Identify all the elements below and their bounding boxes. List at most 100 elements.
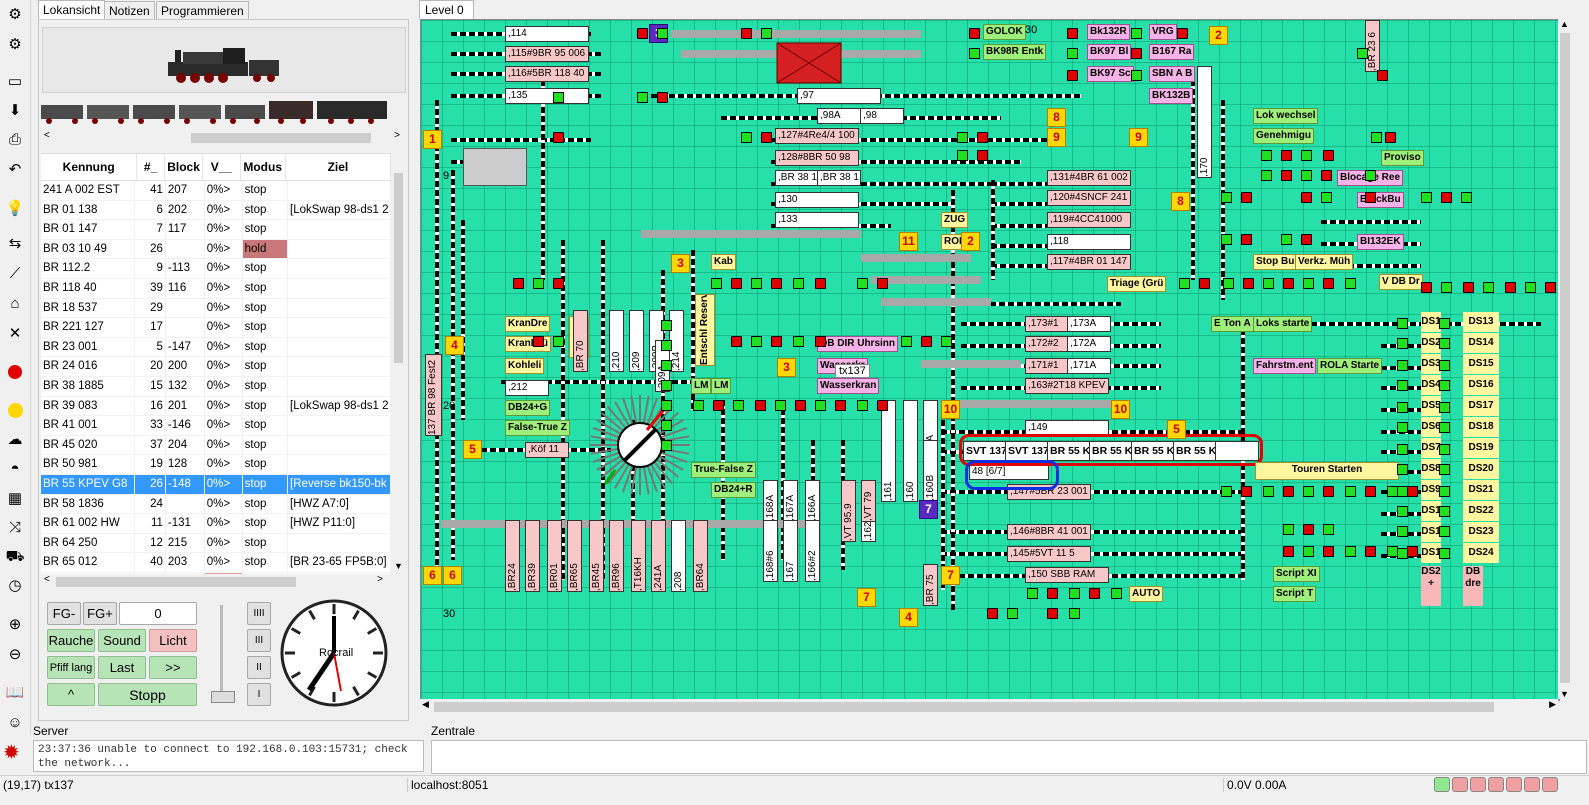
number-marker[interactable]: 6	[443, 566, 462, 585]
signal-icon[interactable]	[1421, 192, 1432, 203]
signal-icon[interactable]	[1179, 278, 1190, 289]
train-slot[interactable]: BR 55 K	[1047, 441, 1091, 461]
signal-icon[interactable]	[1131, 28, 1142, 39]
vertical-block[interactable]: ,BR96	[609, 520, 624, 592]
label-truefalse[interactable]: True-False Z	[691, 462, 756, 478]
signal-icon[interactable]	[1283, 486, 1294, 497]
number-marker[interactable]: 8	[1171, 192, 1190, 211]
signal-icon[interactable]	[1397, 464, 1408, 475]
shuffle-icon[interactable]: ⤨	[8, 518, 21, 536]
window-icon[interactable]: ▭	[7, 72, 23, 90]
bulb-icon[interactable]: 💡	[5, 199, 25, 217]
signal-icon[interactable]	[1067, 70, 1078, 81]
ds-left-12[interactable]: DS1	[1421, 543, 1441, 563]
block-b135[interactable]: ,135	[505, 88, 589, 104]
signal-icon[interactable]	[1221, 192, 1232, 203]
ds-left-1[interactable]: DS1	[1421, 312, 1441, 332]
block-b138b[interactable]: ,BR 38 1	[817, 170, 861, 186]
signal-icon[interactable]	[661, 380, 672, 391]
vertical-block[interactable]: ,241A	[651, 520, 666, 592]
number-marker[interactable]: 9	[1047, 128, 1066, 147]
number-marker[interactable]: 5	[463, 440, 482, 459]
turntable-icon[interactable]	[585, 390, 695, 500]
label-auto[interactable]: AUTO	[1129, 586, 1164, 602]
signal-icon[interactable]	[969, 48, 980, 59]
signal-icon[interactable]	[1365, 170, 1376, 181]
sound-button[interactable]: Sound	[98, 629, 146, 652]
signal-icon[interactable]	[713, 400, 724, 411]
scroll-left-icon[interactable]: <	[44, 130, 50, 141]
signal-icon[interactable]	[901, 336, 912, 347]
label-b167[interactable]: B167 Ra	[1149, 44, 1195, 60]
label-loksstart[interactable]: Loks starte	[1253, 316, 1313, 332]
col-speed[interactable]: V__	[203, 154, 241, 180]
label-entschl[interactable]: Entschl Reserve	[695, 294, 715, 366]
signal-icon[interactable]	[1261, 170, 1272, 181]
signal-icon[interactable]	[1441, 192, 1452, 203]
signal-icon[interactable]	[1365, 192, 1376, 203]
block-bkoef[interactable]: ,Köf 11	[525, 442, 569, 458]
vertical-block[interactable]: ,210	[609, 310, 624, 372]
signal-icon[interactable]	[533, 278, 544, 289]
gears-icon[interactable]: ⚙	[8, 35, 22, 53]
ds-left-6[interactable]: DS6	[1421, 417, 1441, 437]
signal-icon[interactable]	[1397, 338, 1408, 349]
vertical-block[interactable]: ,BR65	[567, 520, 582, 592]
number-marker[interactable]: 6	[423, 566, 442, 585]
signal-icon[interactable]	[1439, 338, 1450, 349]
signal-icon[interactable]	[661, 420, 672, 431]
label-genehm[interactable]: Genehmigu	[1253, 128, 1315, 144]
train-slot[interactable]: BR 55 K	[1089, 441, 1133, 461]
signal-icon[interactable]	[795, 400, 806, 411]
ds-left-3[interactable]: DS3	[1421, 354, 1441, 374]
signal-icon[interactable]	[661, 400, 672, 411]
vertical-block[interactable]: ,BR39	[525, 520, 540, 592]
ds-right-22[interactable]: DS22	[1463, 501, 1499, 521]
ds-left-4[interactable]: DS4	[1421, 375, 1441, 395]
signal-icon[interactable]	[1439, 360, 1450, 371]
zoom-in-icon[interactable]: ⊕	[8, 615, 22, 633]
block-b127[interactable]: ,127#4Re4/4 100	[775, 128, 859, 144]
pfiff-button[interactable]: Pfiff lang	[47, 656, 95, 679]
track-layout-canvas[interactable]: ,114,115#9BR 95 006,116#5BR 118 40,135,9…	[420, 19, 1560, 701]
step-2-button[interactable]: II	[247, 656, 271, 679]
table-vscroll[interactable]: ▼	[391, 153, 406, 573]
label-lokwechsel[interactable]: Lok wechsel	[1253, 108, 1319, 124]
vertical-block[interactable]: ,168A	[763, 480, 778, 522]
signal-icon[interactable]	[1407, 486, 1418, 497]
vertical-block[interactable]: ,BR24	[505, 520, 520, 592]
signal-icon[interactable]	[661, 360, 672, 371]
signal-icon[interactable]	[1397, 422, 1408, 433]
block-b119[interactable]: ,119#4CC41000	[1047, 212, 1131, 228]
ds-left-8[interactable]: DS8	[1421, 459, 1441, 479]
licht-button[interactable]: Licht	[149, 629, 197, 652]
ds-right-23[interactable]: DS23	[1463, 522, 1499, 542]
fg-minus-button[interactable]: FG-	[47, 602, 81, 625]
vertical-block[interactable]: ,166A	[805, 480, 820, 522]
vertical-block[interactable]: ,BR 70	[573, 310, 588, 372]
signal-icon[interactable]	[1303, 546, 1314, 557]
zoom-out-icon[interactable]: ⊖	[8, 645, 22, 663]
ds-left-2[interactable]: DS2	[1421, 333, 1441, 353]
signal-icon[interactable]	[1345, 278, 1356, 289]
signal-icon[interactable]	[1281, 150, 1292, 161]
signal-icon[interactable]	[1483, 282, 1494, 293]
train-slot[interactable]: BR 55 K	[1131, 441, 1175, 461]
label-kran2[interactable]: KranBrü	[505, 336, 552, 352]
signal-icon[interactable]	[857, 278, 868, 289]
table-row[interactable]: BR 7018-211-0%>stop[TTW3:0]	[41, 572, 391, 574]
label-ds2plus[interactable]: DS2 +	[1421, 566, 1441, 606]
signal-icon[interactable]	[1303, 524, 1314, 535]
signal-icon[interactable]	[1439, 464, 1450, 475]
signal-icon[interactable]	[661, 320, 672, 331]
signal-icon[interactable]	[1525, 282, 1536, 293]
signal-icon[interactable]	[751, 336, 762, 347]
clock-icon[interactable]: ◷	[8, 576, 22, 594]
signal-icon[interactable]	[553, 92, 564, 103]
